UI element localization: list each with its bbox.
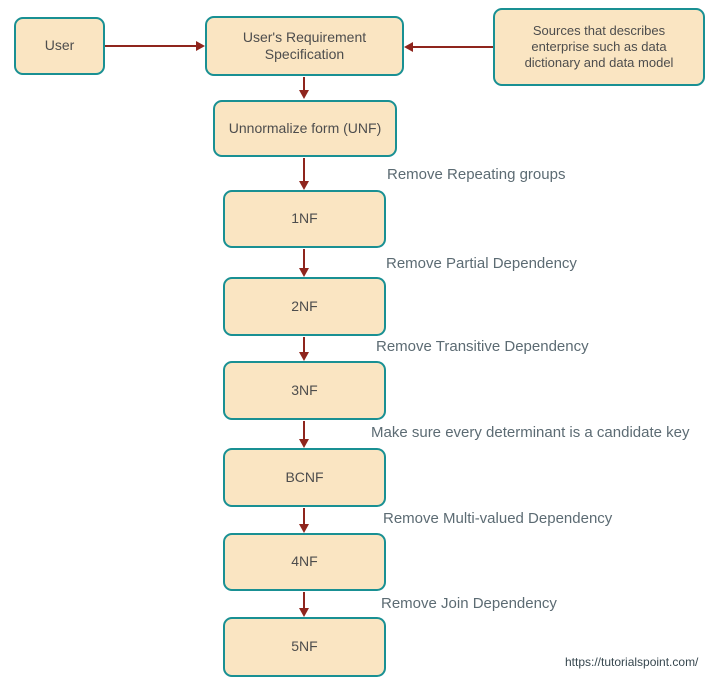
edge-label-remove-partial-dependency: Remove Partial Dependency: [386, 255, 577, 272]
arrowhead-down-icon: [299, 524, 309, 533]
node-user: User: [14, 17, 105, 75]
arrowhead-down-icon: [299, 439, 309, 448]
footer-url: https://tutorialspoint.com/: [565, 655, 699, 669]
node-requirement-specification: User's Requirement Specification: [205, 16, 404, 76]
node-2nf: 2NF: [223, 277, 386, 336]
node-5nf: 5NF: [223, 617, 386, 677]
arrow-line-bcnf-to-4nf: [303, 508, 305, 524]
arrowhead-right-icon: [196, 41, 205, 51]
arrow-line-3nf-to-bcnf: [303, 421, 305, 439]
arrowhead-down-icon: [299, 90, 309, 99]
edge-label-remove-join-dependency: Remove Join Dependency: [381, 595, 557, 612]
arrow-line-requirement-to-unf: [303, 77, 305, 91]
node-unf: Unnormalize form (UNF): [213, 100, 397, 157]
edge-label-remove-repeating-groups: Remove Repeating groups: [387, 166, 566, 183]
edge-label-remove-transitive-dependency: Remove Transitive Dependency: [376, 338, 589, 355]
arrow-line-sources-to-requirement: [413, 46, 493, 48]
node-sources: Sources that describes enterprise such a…: [493, 8, 705, 86]
arrow-line-user-to-requirement: [105, 45, 196, 47]
node-bcnf: BCNF: [223, 448, 386, 507]
edge-label-determinant-candidate-key: Make sure every determinant is a candida…: [371, 424, 690, 441]
node-1nf: 1NF: [223, 190, 386, 248]
arrowhead-down-icon: [299, 268, 309, 277]
arrow-line-1nf-to-2nf: [303, 249, 305, 268]
arrowhead-down-icon: [299, 181, 309, 190]
arrowhead-down-icon: [299, 608, 309, 617]
edge-label-remove-multivalued-dependency: Remove Multi-valued Dependency: [383, 510, 613, 527]
arrowhead-left-icon: [404, 42, 413, 52]
arrow-line-4nf-to-5nf: [303, 592, 305, 608]
node-4nf: 4NF: [223, 533, 386, 591]
node-3nf: 3NF: [223, 361, 386, 420]
arrow-line-2nf-to-3nf: [303, 337, 305, 352]
arrowhead-down-icon: [299, 352, 309, 361]
arrow-line-unf-to-1nf: [303, 158, 305, 181]
